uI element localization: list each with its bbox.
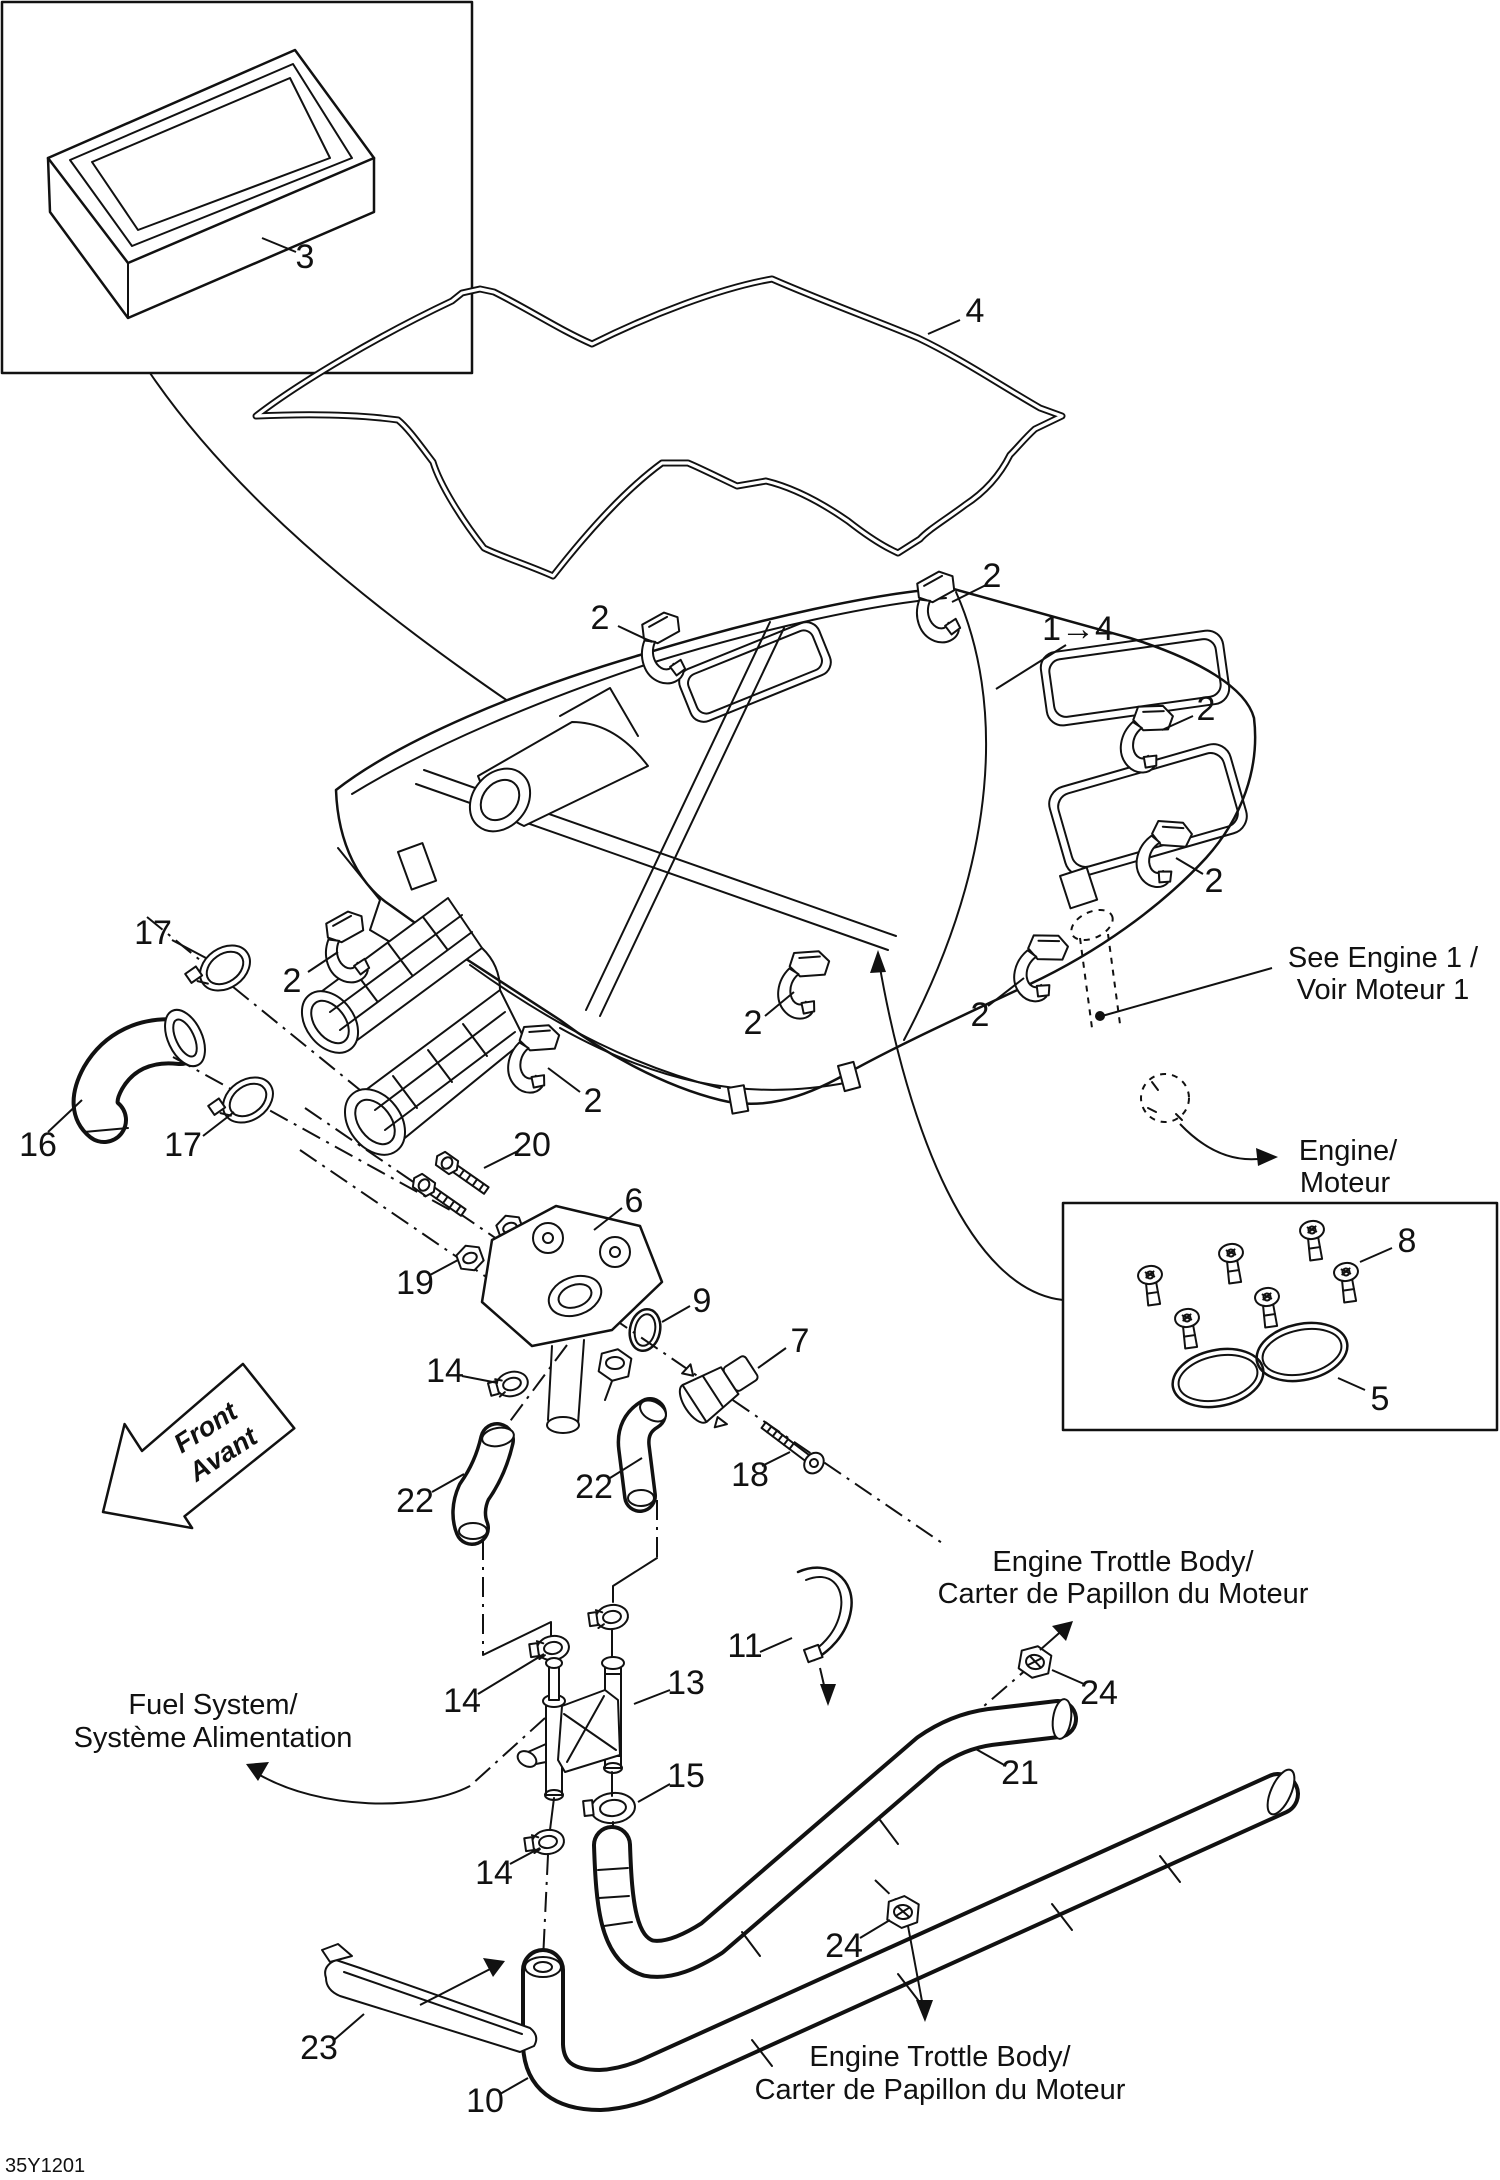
hose-joiner bbox=[597, 1348, 633, 1401]
note-throttle-top-en: Engine Trottle Body/ bbox=[992, 1546, 1254, 1578]
note-throttle-bottom-en: Engine Trottle Body/ bbox=[809, 2041, 1071, 2073]
screw-kit-leader-curve bbox=[878, 961, 1064, 1301]
elbow-duct bbox=[71, 1008, 206, 1144]
note-engine-fr: Moteur bbox=[1300, 1167, 1391, 1199]
callout-2: 2 bbox=[1197, 690, 1216, 728]
screw-8 bbox=[1297, 1218, 1330, 1263]
screw-8 bbox=[1172, 1306, 1205, 1351]
callout-21: 21 bbox=[1001, 1754, 1039, 1792]
callout-14: 14 bbox=[443, 1682, 481, 1720]
callout-23: 23 bbox=[300, 2029, 338, 2067]
filter-inset-box bbox=[0, 0, 474, 375]
text-annotations: See Engine 1 / Voir Moteur 1 Engine/ Mot… bbox=[5, 942, 1479, 2177]
fuel-tee-13 bbox=[516, 1601, 638, 1859]
callout-6: 6 bbox=[625, 1182, 644, 1220]
bolt-20 bbox=[431, 1148, 492, 1199]
callout-20: 20 bbox=[513, 1126, 551, 1164]
callout-2: 2 bbox=[591, 599, 610, 637]
note-see-engine-en: See Engine 1 / bbox=[1288, 942, 1479, 974]
air-filter bbox=[46, 48, 376, 320]
callout-17: 17 bbox=[164, 1126, 202, 1164]
screw-8 bbox=[1216, 1241, 1249, 1286]
callout-2: 2 bbox=[971, 996, 990, 1034]
hose-clamp-14 bbox=[586, 1601, 631, 1634]
callout-24: 24 bbox=[825, 1927, 863, 1965]
callout-8: 8 bbox=[1398, 1222, 1417, 1260]
callout-2: 2 bbox=[983, 557, 1002, 595]
callout-22: 22 bbox=[575, 1468, 613, 1506]
nut-19 bbox=[453, 1240, 487, 1276]
screw-8 bbox=[1331, 1260, 1364, 1305]
callout-labels: 3 4 2 2 1→4 2 2 2 17 16 17 2 2 2 20 6 19… bbox=[19, 238, 1416, 2120]
hose-clamp-14 bbox=[485, 1367, 532, 1403]
screw-18 bbox=[760, 1421, 825, 1475]
note-throttle-top-fr: Carter de Papillon du Moteur bbox=[938, 1578, 1309, 1610]
callout-2: 2 bbox=[283, 962, 302, 1000]
gasket-seal bbox=[252, 275, 1066, 580]
sensor-7 bbox=[678, 1355, 759, 1429]
callout-14: 14 bbox=[475, 1854, 513, 1892]
air-pipe-10 bbox=[521, 1768, 1300, 2112]
callout-16: 16 bbox=[19, 1126, 57, 1164]
callout-3: 3 bbox=[296, 238, 315, 276]
removal-tool-23 bbox=[321, 1943, 538, 2053]
callout-15: 15 bbox=[667, 1757, 705, 1795]
o-ring-9 bbox=[628, 1307, 662, 1353]
note-see-engine-fr: Voir Moteur 1 bbox=[1297, 974, 1469, 1006]
screw-kit-inset-box bbox=[870, 950, 1499, 1432]
note-throttle-bottom-fr: Carter de Papillon du Moteur bbox=[755, 2074, 1126, 2106]
callout-9: 9 bbox=[693, 1282, 712, 1320]
throttle-adapter-bracket bbox=[408, 1148, 664, 1434]
nut-24 bbox=[1016, 1642, 1054, 1682]
callout-7: 7 bbox=[791, 1322, 810, 1360]
callout-11: 11 bbox=[727, 1627, 762, 1665]
hose-clamp-17 bbox=[183, 935, 260, 1007]
screw-8 bbox=[1252, 1285, 1285, 1330]
callout-22: 22 bbox=[396, 1482, 434, 1520]
bolt-20 bbox=[408, 1170, 469, 1221]
snorkel bbox=[468, 687, 649, 833]
note-engine-en: Engine/ bbox=[1299, 1135, 1398, 1167]
callout-17: 17 bbox=[134, 914, 172, 952]
leader-lines bbox=[47, 584, 1393, 2095]
o-ring-5 bbox=[1171, 1321, 1349, 1409]
callout-2: 2 bbox=[584, 1082, 603, 1120]
callout-range-1-4: 1→4 bbox=[1042, 610, 1114, 648]
callout-18: 18 bbox=[731, 1456, 769, 1494]
screw-8 bbox=[1135, 1263, 1168, 1308]
callout-2: 2 bbox=[744, 1004, 763, 1042]
fuel-system-leader bbox=[246, 1717, 546, 1805]
callout-13: 13 bbox=[667, 1664, 705, 1702]
callout-19: 19 bbox=[396, 1264, 434, 1302]
formed-hose-21 bbox=[592, 1698, 1078, 1979]
note-fuel-system-en: Fuel System/ bbox=[128, 1689, 298, 1721]
nut-24 bbox=[885, 1893, 921, 1931]
callout-2: 2 bbox=[1205, 862, 1224, 900]
sheet-code: 35Y1201 bbox=[5, 2155, 85, 2177]
callout-14: 14 bbox=[426, 1352, 464, 1390]
callout-5: 5 bbox=[1371, 1380, 1390, 1418]
hose-clamp-17 bbox=[206, 1067, 283, 1139]
breather-hose-ref bbox=[1070, 908, 1278, 1166]
hose-22-left bbox=[451, 1422, 515, 1546]
callout-4: 4 bbox=[966, 292, 985, 330]
hose-22-right bbox=[616, 1397, 667, 1513]
callout-24: 24 bbox=[1080, 1674, 1118, 1712]
front-direction-arrow: Front Avant bbox=[101, 1362, 296, 1530]
intake-horn bbox=[300, 897, 526, 1156]
cable-tie-11 bbox=[796, 1566, 853, 1706]
hose-clamp-15 bbox=[581, 1789, 638, 1827]
note-fuel-system-fr: Système Alimentation bbox=[74, 1722, 353, 1754]
callout-10: 10 bbox=[466, 2082, 504, 2120]
